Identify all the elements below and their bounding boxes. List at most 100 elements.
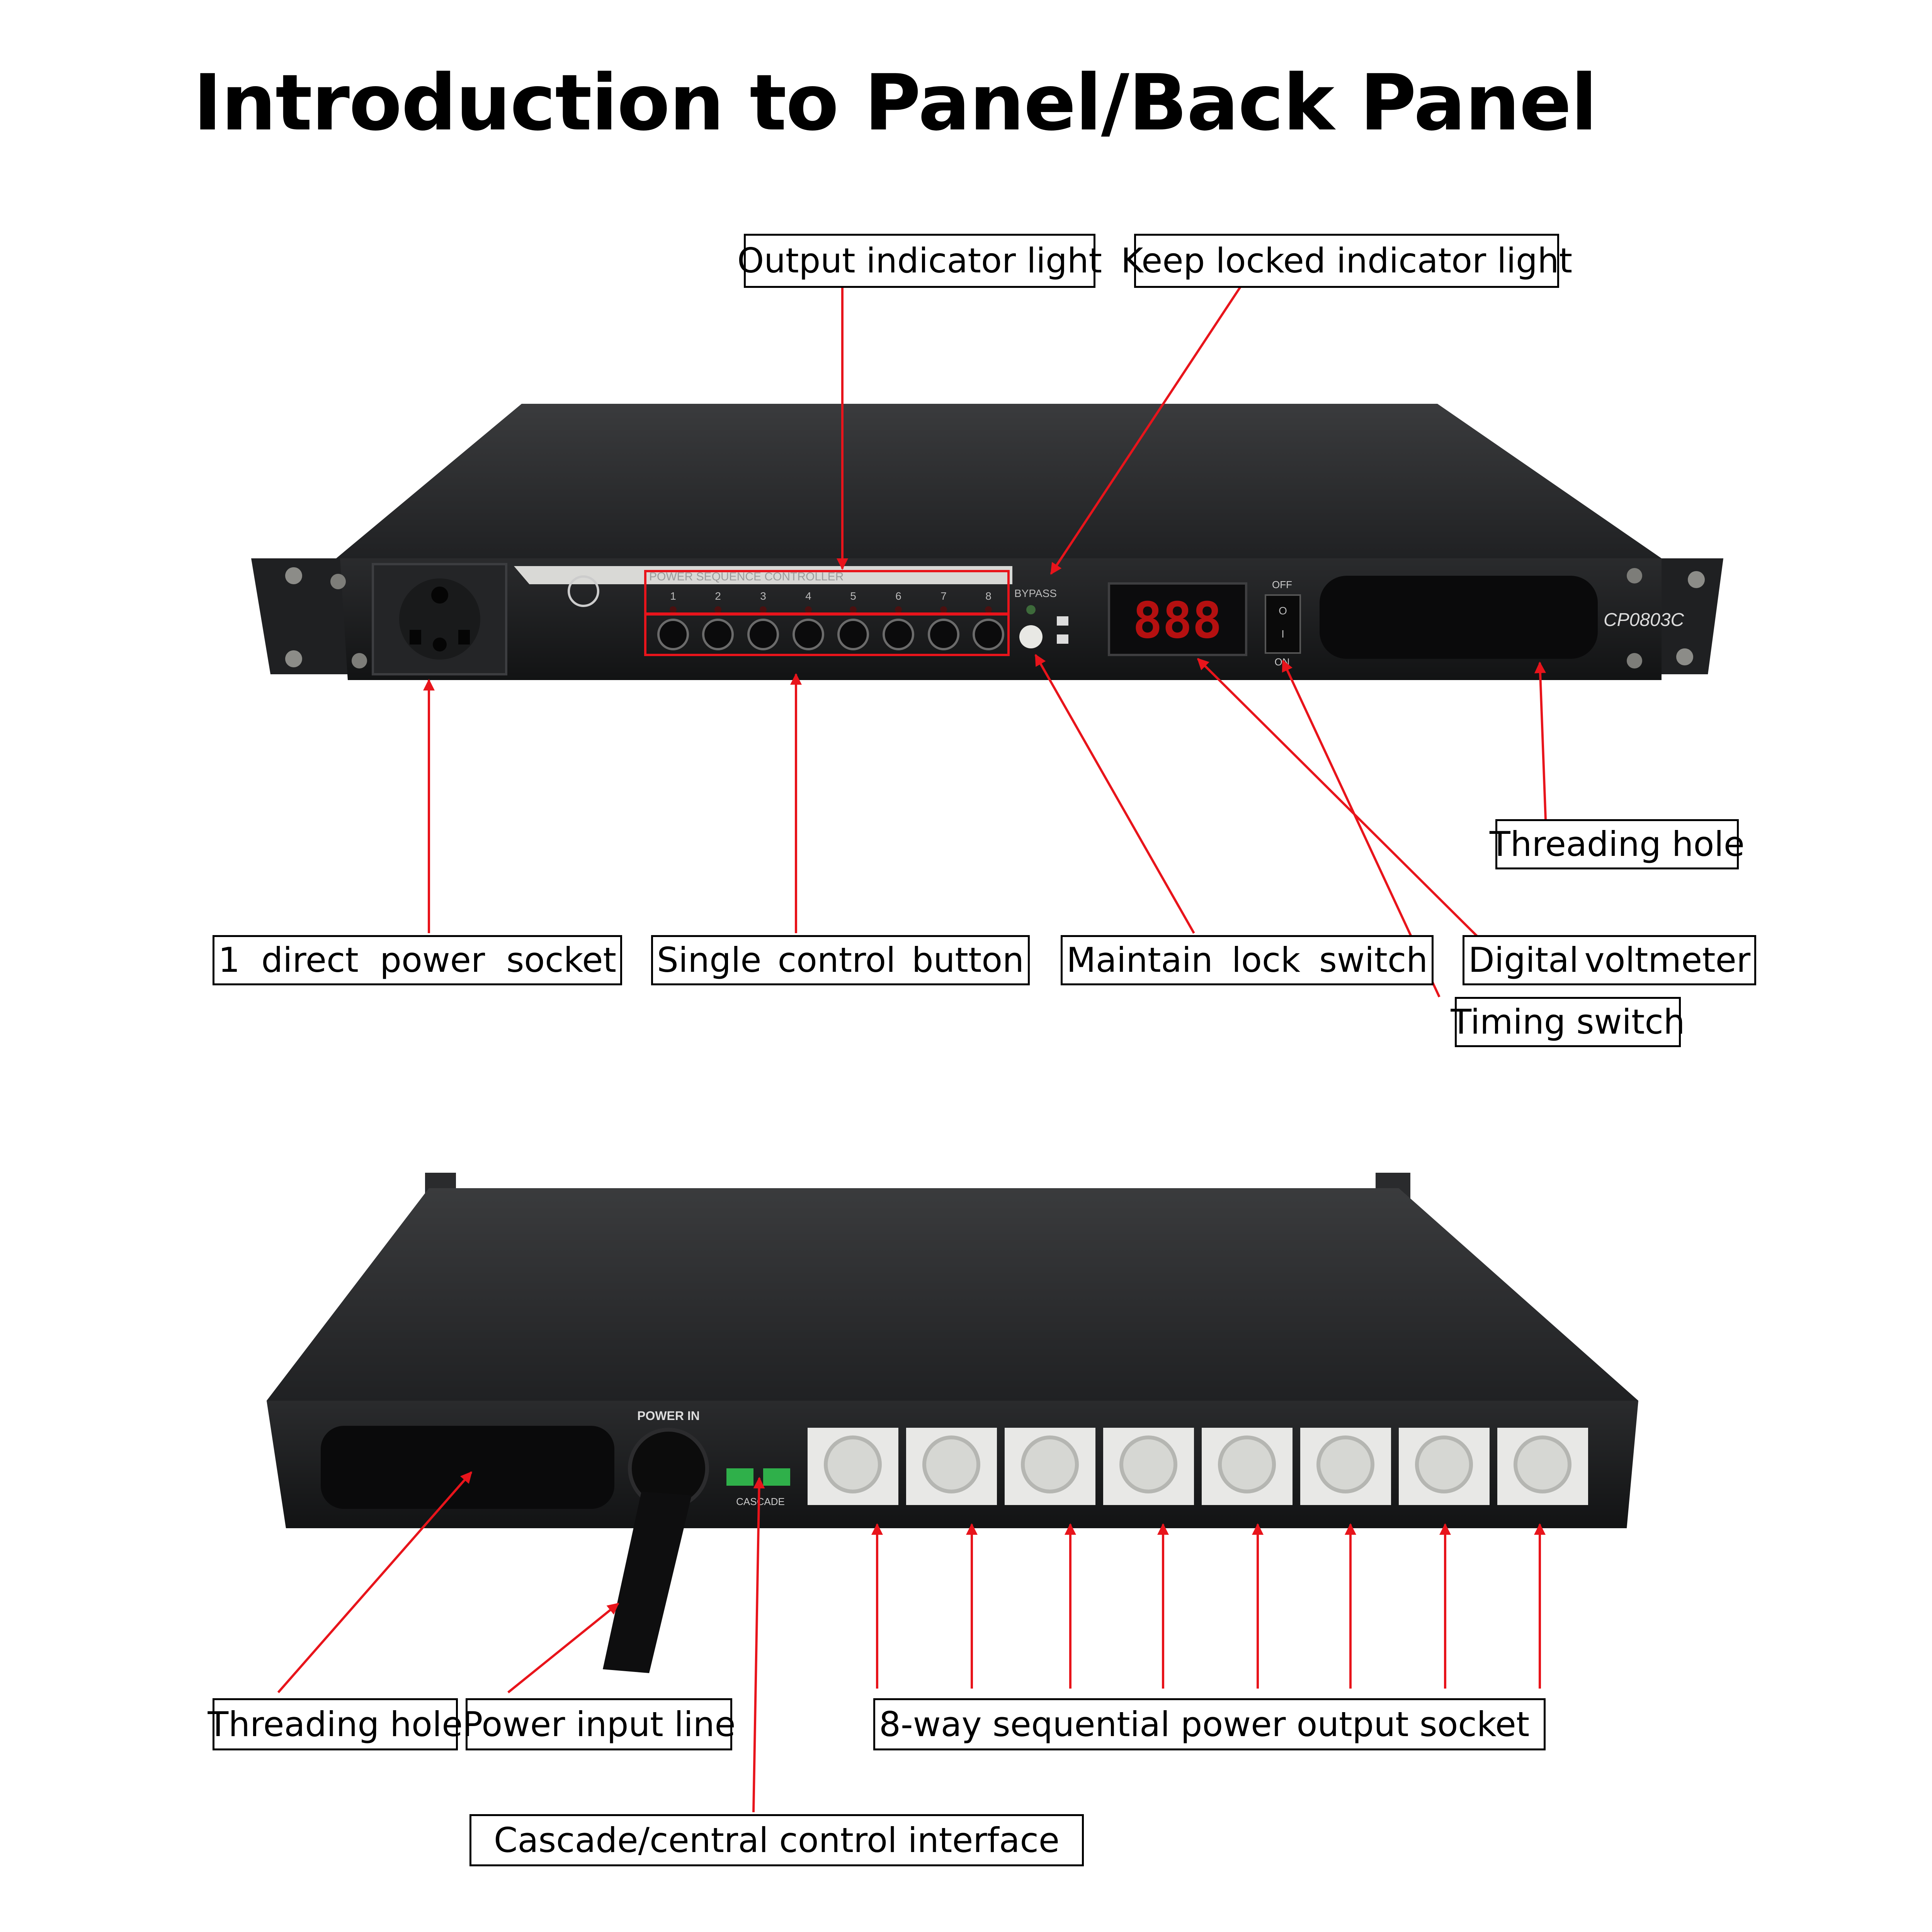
single-control-button[interactable] [973, 619, 1004, 650]
arrow-keep-locked [1050, 277, 1247, 575]
label-word: button [912, 940, 1024, 980]
channel-number: 6 [895, 590, 901, 602]
label-text: Cascade/central control interface [494, 1820, 1060, 1860]
label-keep-locked: Keep locked indicator light [1121, 234, 1572, 288]
digital-voltmeter [1108, 582, 1247, 656]
arrow-power-input [507, 1602, 619, 1694]
channel-number: 8 [985, 590, 992, 602]
single-control-button[interactable] [883, 619, 914, 650]
bypass-text: BYPASS [1014, 587, 1057, 599]
page-title: Introduction to Panel/Back Panel [193, 58, 1597, 148]
single-control-button[interactable] [837, 619, 869, 650]
ear-screw-icon [352, 653, 367, 668]
label-direct-power-socket: 1 direct power socket [213, 935, 622, 985]
output-socket[interactable] [808, 1428, 898, 1505]
socket-hole-icon [458, 630, 470, 645]
output-socket-face-icon [1119, 1435, 1177, 1493]
output-led-icon [940, 606, 947, 613]
channel-number: 7 [940, 590, 947, 602]
label-timing-switch: Timing switch [1451, 997, 1685, 1047]
channel-number: 1 [670, 590, 676, 602]
output-led-icon [760, 606, 767, 613]
label-word: switch [1319, 940, 1428, 980]
label-word: direct [261, 940, 359, 980]
single-control-button[interactable] [793, 619, 824, 650]
label-cascade-interface: Cascade/central control interface [469, 1814, 1084, 1866]
label-maintain-lock-switch: Maintain lock switch [1061, 935, 1434, 985]
power-input-cable [603, 1492, 692, 1673]
brand-logo-icon [568, 575, 599, 607]
label-text: Threading hole [207, 1704, 463, 1744]
socket-hole-icon [431, 587, 448, 604]
label-word: control [777, 940, 896, 980]
label-word: power [380, 940, 485, 980]
socket-hole-icon [410, 630, 421, 645]
ear-screw-icon [1688, 571, 1705, 588]
maintain-lock-switch[interactable] [1019, 625, 1043, 648]
label-power-input-line: Power input line [462, 1698, 736, 1750]
off-text: OFF [1272, 579, 1292, 590]
output-socket[interactable] [1497, 1428, 1588, 1505]
output-socket[interactable] [1202, 1428, 1293, 1505]
timing-switch[interactable] [1265, 594, 1301, 654]
ear-screw-icon [285, 567, 302, 584]
back-threading-hole [321, 1426, 614, 1509]
label-text: Keep locked indicator light [1121, 241, 1573, 281]
output-socket-face-icon [1316, 1435, 1374, 1493]
front-threading-hole [1320, 576, 1598, 659]
label-text: Power input line [462, 1704, 736, 1744]
output-socket[interactable] [1399, 1428, 1490, 1505]
label-front-threading-hole: Threading hole [1490, 819, 1745, 869]
label-text: Timing switch [1451, 1002, 1685, 1042]
label-word: socket [506, 940, 616, 980]
output-led-icon [670, 606, 677, 613]
output-socket-face-icon [922, 1435, 980, 1493]
channel-number: 2 [715, 590, 721, 602]
output-indicator-leds [670, 606, 992, 613]
output-socket-face-icon [1415, 1435, 1473, 1493]
single-control-button[interactable] [657, 619, 689, 650]
output-socket-face-icon [824, 1435, 882, 1493]
control-button-highlight [644, 613, 1010, 656]
cascade-terminal[interactable] [763, 1468, 790, 1486]
label-word: voltmeter [1584, 940, 1750, 980]
output-led-icon [985, 606, 992, 613]
switch-o-text: O [1279, 605, 1287, 617]
label-word: Maintain [1066, 940, 1213, 980]
output-socket-face-icon [1514, 1435, 1571, 1493]
label-text: Threading hole [1490, 824, 1745, 864]
output-socket[interactable] [1103, 1428, 1194, 1505]
label-back-threading-hole: Threading hole [208, 1698, 463, 1750]
callout-arrows [277, 277, 1547, 1813]
sequential-output-sockets [808, 1428, 1588, 1505]
output-socket[interactable] [1300, 1428, 1391, 1505]
single-control-button[interactable] [702, 619, 734, 650]
single-control-button[interactable] [747, 619, 779, 650]
channel-number: 3 [760, 590, 766, 602]
label-word: Digital [1468, 940, 1579, 980]
voltmeter-display: 888 [1133, 592, 1222, 650]
channel-number-row: 1 2 3 4 5 6 7 8 [670, 590, 992, 602]
output-socket-face-icon [1218, 1435, 1276, 1493]
cascade-terminal[interactable] [726, 1468, 753, 1486]
ear-screw-icon [1627, 653, 1642, 668]
arrow-front-threading [1534, 662, 1547, 820]
output-socket[interactable] [906, 1428, 997, 1505]
back-panel-device: POWER IN CASCADE [267, 1173, 1638, 1673]
unlock-icon [1057, 616, 1068, 626]
arrow-cascade [752, 1477, 765, 1813]
channel-number: 5 [850, 590, 856, 602]
label-digital-voltmeter: Digital voltmeter [1463, 935, 1756, 985]
single-control-button[interactable] [928, 619, 959, 650]
single-control-buttons [657, 619, 1004, 650]
front-chassis-top [336, 404, 1662, 558]
output-socket[interactable] [1005, 1428, 1095, 1505]
output-socket-face-icon [1021, 1435, 1079, 1493]
label-single-control-button: Single control button [651, 935, 1030, 985]
output-led-icon [714, 606, 721, 613]
ear-screw-icon [1676, 648, 1693, 665]
output-led-icon [895, 606, 902, 613]
control-strip-text: POWER SEQUENCE CONTROLLER [649, 570, 844, 583]
model-text: CP0803C [1604, 610, 1684, 630]
on-text: ON [1275, 656, 1290, 668]
